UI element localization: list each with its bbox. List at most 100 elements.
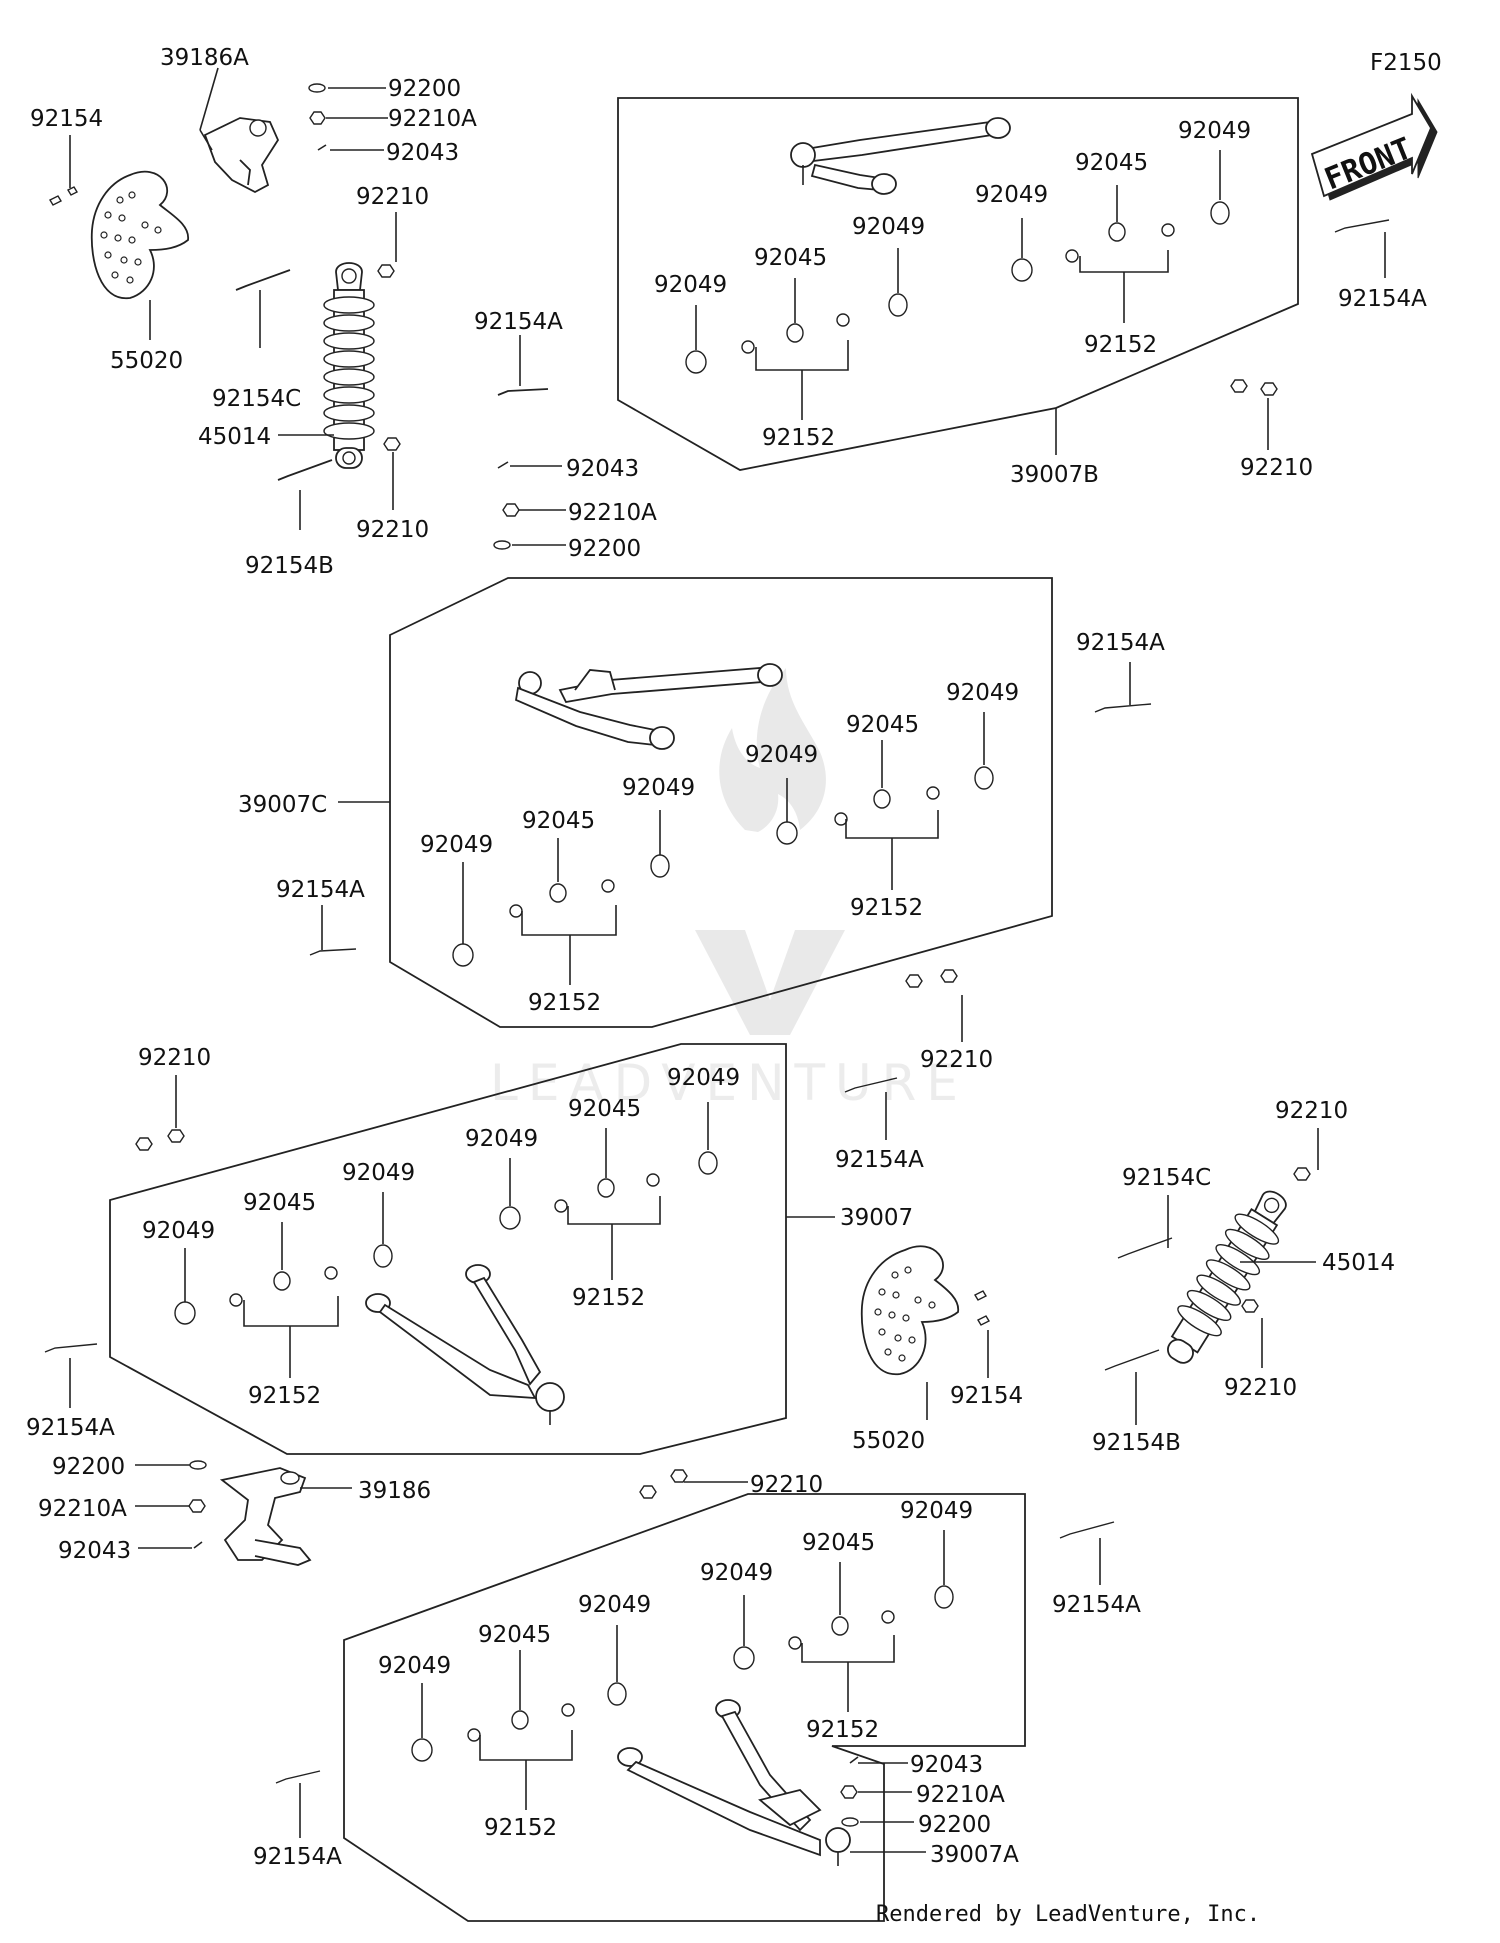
callout-92049: 92049 [852,214,925,240]
callout-92045: 92045 [754,245,827,271]
callout-92210: 92210 [920,1047,993,1073]
screw-92154 [977,1315,990,1326]
nut-92210 [1230,379,1248,393]
callout-92154a: 92154A [26,1415,115,1441]
washer-92200 [308,83,326,93]
credit-text: Rendered by LeadVenture, Inc. [876,1902,1260,1927]
a-arm-39007 [365,1264,565,1425]
nut-92210 [905,974,923,988]
callout-92045: 92045 [1075,150,1148,176]
callout-92210: 92210 [356,184,429,210]
callout-92154a: 92154A [474,309,563,335]
bolt-92154c [235,269,291,291]
callout-39007b: 39007B [1010,462,1099,488]
callout-92210a: 92210A [38,1496,127,1522]
callout-92043: 92043 [386,140,459,166]
callout-92152: 92152 [850,895,923,921]
callout-92049: 92049 [745,742,818,768]
leader-lines [69,67,1386,1853]
callout-92152: 92152 [762,425,835,451]
bolt-92154a [44,1343,98,1353]
shock-absorber-45014-right [1167,1190,1287,1364]
bolt-92154c [1117,1237,1173,1259]
callout-39186a: 39186A [160,45,249,71]
callout-92154a: 92154A [1076,630,1165,656]
callout-92210: 92210 [750,1472,823,1498]
callout-92200: 92200 [388,76,461,102]
callout-92043: 92043 [910,1752,983,1778]
disc-guard-55020 [90,170,189,299]
steering-knuckle-39186 [219,1467,312,1566]
nut-92210 [1293,1167,1311,1181]
nut-92210a [188,1499,206,1513]
callout-92045: 92045 [568,1096,641,1122]
cotter-pin-92043 [317,144,327,151]
callout-92049: 92049 [420,832,493,858]
bolt-92154a [497,388,549,396]
callout-39007: 39007 [840,1205,913,1231]
nut-92210 [1260,382,1278,396]
screw-92154 [974,1290,987,1301]
nut-92210 [639,1485,657,1499]
nut-92210 [167,1129,185,1143]
nut-92210 [1241,1299,1259,1313]
bolt-92154b [277,459,333,481]
callout-92210: 92210 [138,1045,211,1071]
callout-55020: 55020 [852,1428,925,1454]
cotter-pin-92043 [193,1541,203,1549]
group-box-39007 [109,1043,787,1455]
nut-92210 [135,1137,153,1151]
callout-92200: 92200 [918,1812,991,1838]
front-arrow-icon: FRONT [1310,92,1438,201]
callout-45014: 45014 [1322,1250,1395,1276]
callout-92152: 92152 [484,1815,557,1841]
washer-92200 [189,1460,207,1470]
callout-92210a: 92210A [568,500,657,526]
callout-92049: 92049 [654,272,727,298]
callout-45014: 45014 [198,424,271,450]
callout-92154a: 92154A [1338,286,1427,312]
callout-92200: 92200 [52,1454,125,1480]
cotter-pin-92043 [849,1756,859,1764]
callout-92210a: 92210A [916,1782,1005,1808]
callout-92049: 92049 [578,1592,651,1618]
callout-92210: 92210 [1240,455,1313,481]
a-arm-39007a [617,1699,851,1866]
watermark-logo [695,668,845,1035]
callout-92154c: 92154C [1122,1165,1211,1191]
nut-92210 [940,969,958,983]
callout-92154b: 92154B [1092,1430,1181,1456]
nut-92210a [502,503,520,517]
callout-92210: 92210 [356,517,429,543]
nut-92210a [840,1785,858,1799]
a-arm-39007c [514,663,783,750]
bolt-92154a [1334,219,1390,233]
callout-92045: 92045 [846,712,919,738]
callout-92045: 92045 [478,1622,551,1648]
callout-92043: 92043 [566,456,639,482]
callout-39186: 39186 [358,1478,431,1504]
callout-92154b: 92154B [245,553,334,579]
callout-92049: 92049 [975,182,1048,208]
bolt-92154a [1059,1521,1115,1539]
callout-92049: 92049 [1178,118,1251,144]
callout-92154: 92154 [30,106,103,132]
callout-92152: 92152 [248,1383,321,1409]
cotter-pin-92043 [497,461,509,469]
nut-92210 [670,1469,688,1483]
callout-92152: 92152 [572,1285,645,1311]
callout-92154a: 92154A [276,877,365,903]
watermark-text: LEADVENTURE [490,1054,968,1112]
callout-92152: 92152 [1084,332,1157,358]
callout-92049: 92049 [946,680,1019,706]
disc-guard-55020-lower [860,1245,960,1375]
callout-92045: 92045 [243,1190,316,1216]
callout-92049: 92049 [700,1560,773,1586]
group-box-39007a [343,1493,1026,1922]
screw-92154 [49,186,78,206]
bolt-92154b [1104,1349,1160,1371]
callout-92049: 92049 [465,1126,538,1152]
callout-labels: 39186A 92200 92210A 92043 92154 55020 92… [26,45,1427,1870]
washer-92200 [493,540,511,550]
